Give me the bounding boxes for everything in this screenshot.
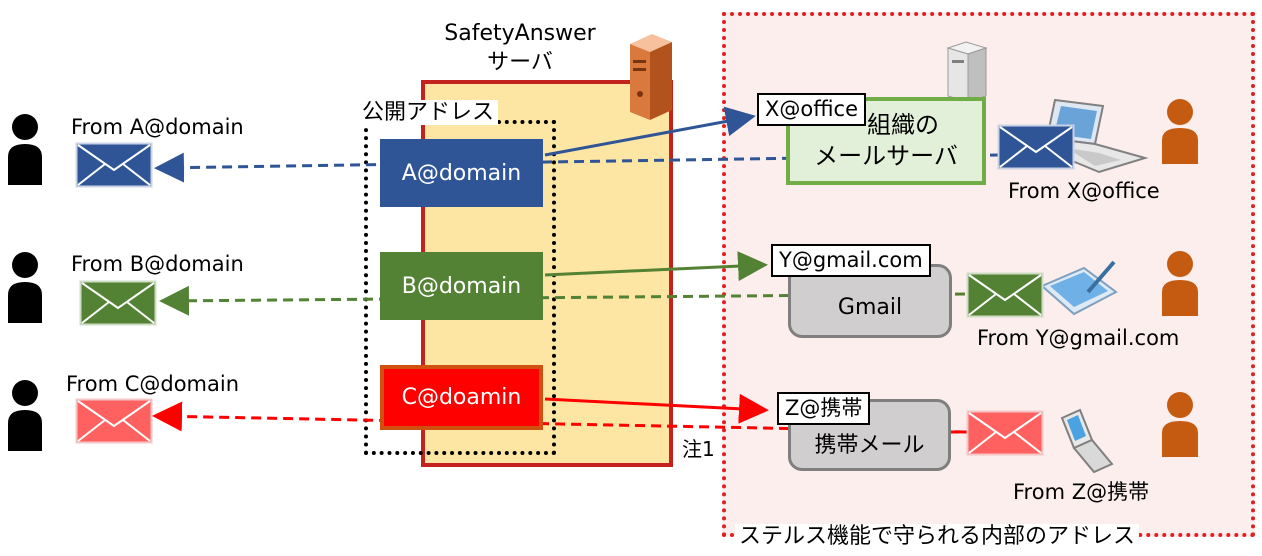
person-c-icon <box>8 380 42 451</box>
org-mail-server: 組織の メールサーバ <box>786 97 986 185</box>
gmail-address-tag: Y@gmail.com <box>771 244 931 277</box>
person-b-icon <box>8 252 42 323</box>
mobile-mail-label: 携帯メール <box>814 433 925 458</box>
office-server-icon <box>946 41 988 102</box>
mobile-phone-icon <box>1060 408 1114 474</box>
server-title-line1: SafetyAnswer <box>444 21 596 46</box>
envelope-b-icon <box>79 280 157 326</box>
blue-return-dashed-line <box>154 152 1001 183</box>
stealth-caption: ステルス機能で守られる内部のアドレス <box>735 524 1140 550</box>
office-from-label: From X@office <box>1008 179 1160 203</box>
gmail-from-label: From Y@gmail.com <box>977 326 1180 350</box>
server-tower-icon <box>630 34 672 120</box>
server-title-line2: サーバ <box>487 50 553 75</box>
tablet-pen-icon <box>1040 260 1118 316</box>
public-address-b: B@domain <box>380 252 543 320</box>
mobile-address-tag: Z@携帯 <box>777 392 871 425</box>
blue-forward-line <box>544 106 756 157</box>
gmail-label: Gmail <box>837 294 903 320</box>
red-forward-line <box>544 393 769 424</box>
person-y-icon <box>1162 251 1198 316</box>
office-address-tag: X@office <box>757 93 867 126</box>
mobile-from-label: From Z@携帯 <box>1013 480 1150 504</box>
envelope-c-icon <box>75 398 153 444</box>
org-mail-server-line2: メールサーバ <box>814 142 958 170</box>
person-z-icon <box>1162 392 1198 457</box>
person-a-icon <box>8 114 42 185</box>
green-forward-line <box>544 251 768 282</box>
person-x-icon <box>1162 99 1198 164</box>
recipient-a-from: From A@domain <box>71 115 244 139</box>
recipient-c-from: From C@domain <box>66 372 240 396</box>
org-mail-server-line1: 組織の <box>867 110 939 139</box>
note-label: 注1 <box>682 437 715 461</box>
public-address-c: C@doamin <box>380 365 543 430</box>
recipient-b-from: From B@domain <box>71 252 244 276</box>
envelope-x-icon <box>997 124 1075 170</box>
envelope-y-icon <box>966 272 1044 318</box>
public-address-a: A@domain <box>380 139 543 207</box>
envelope-z-icon <box>966 410 1044 456</box>
envelope-a-icon <box>75 142 153 188</box>
public-address-label: 公開アドレス <box>358 100 499 126</box>
